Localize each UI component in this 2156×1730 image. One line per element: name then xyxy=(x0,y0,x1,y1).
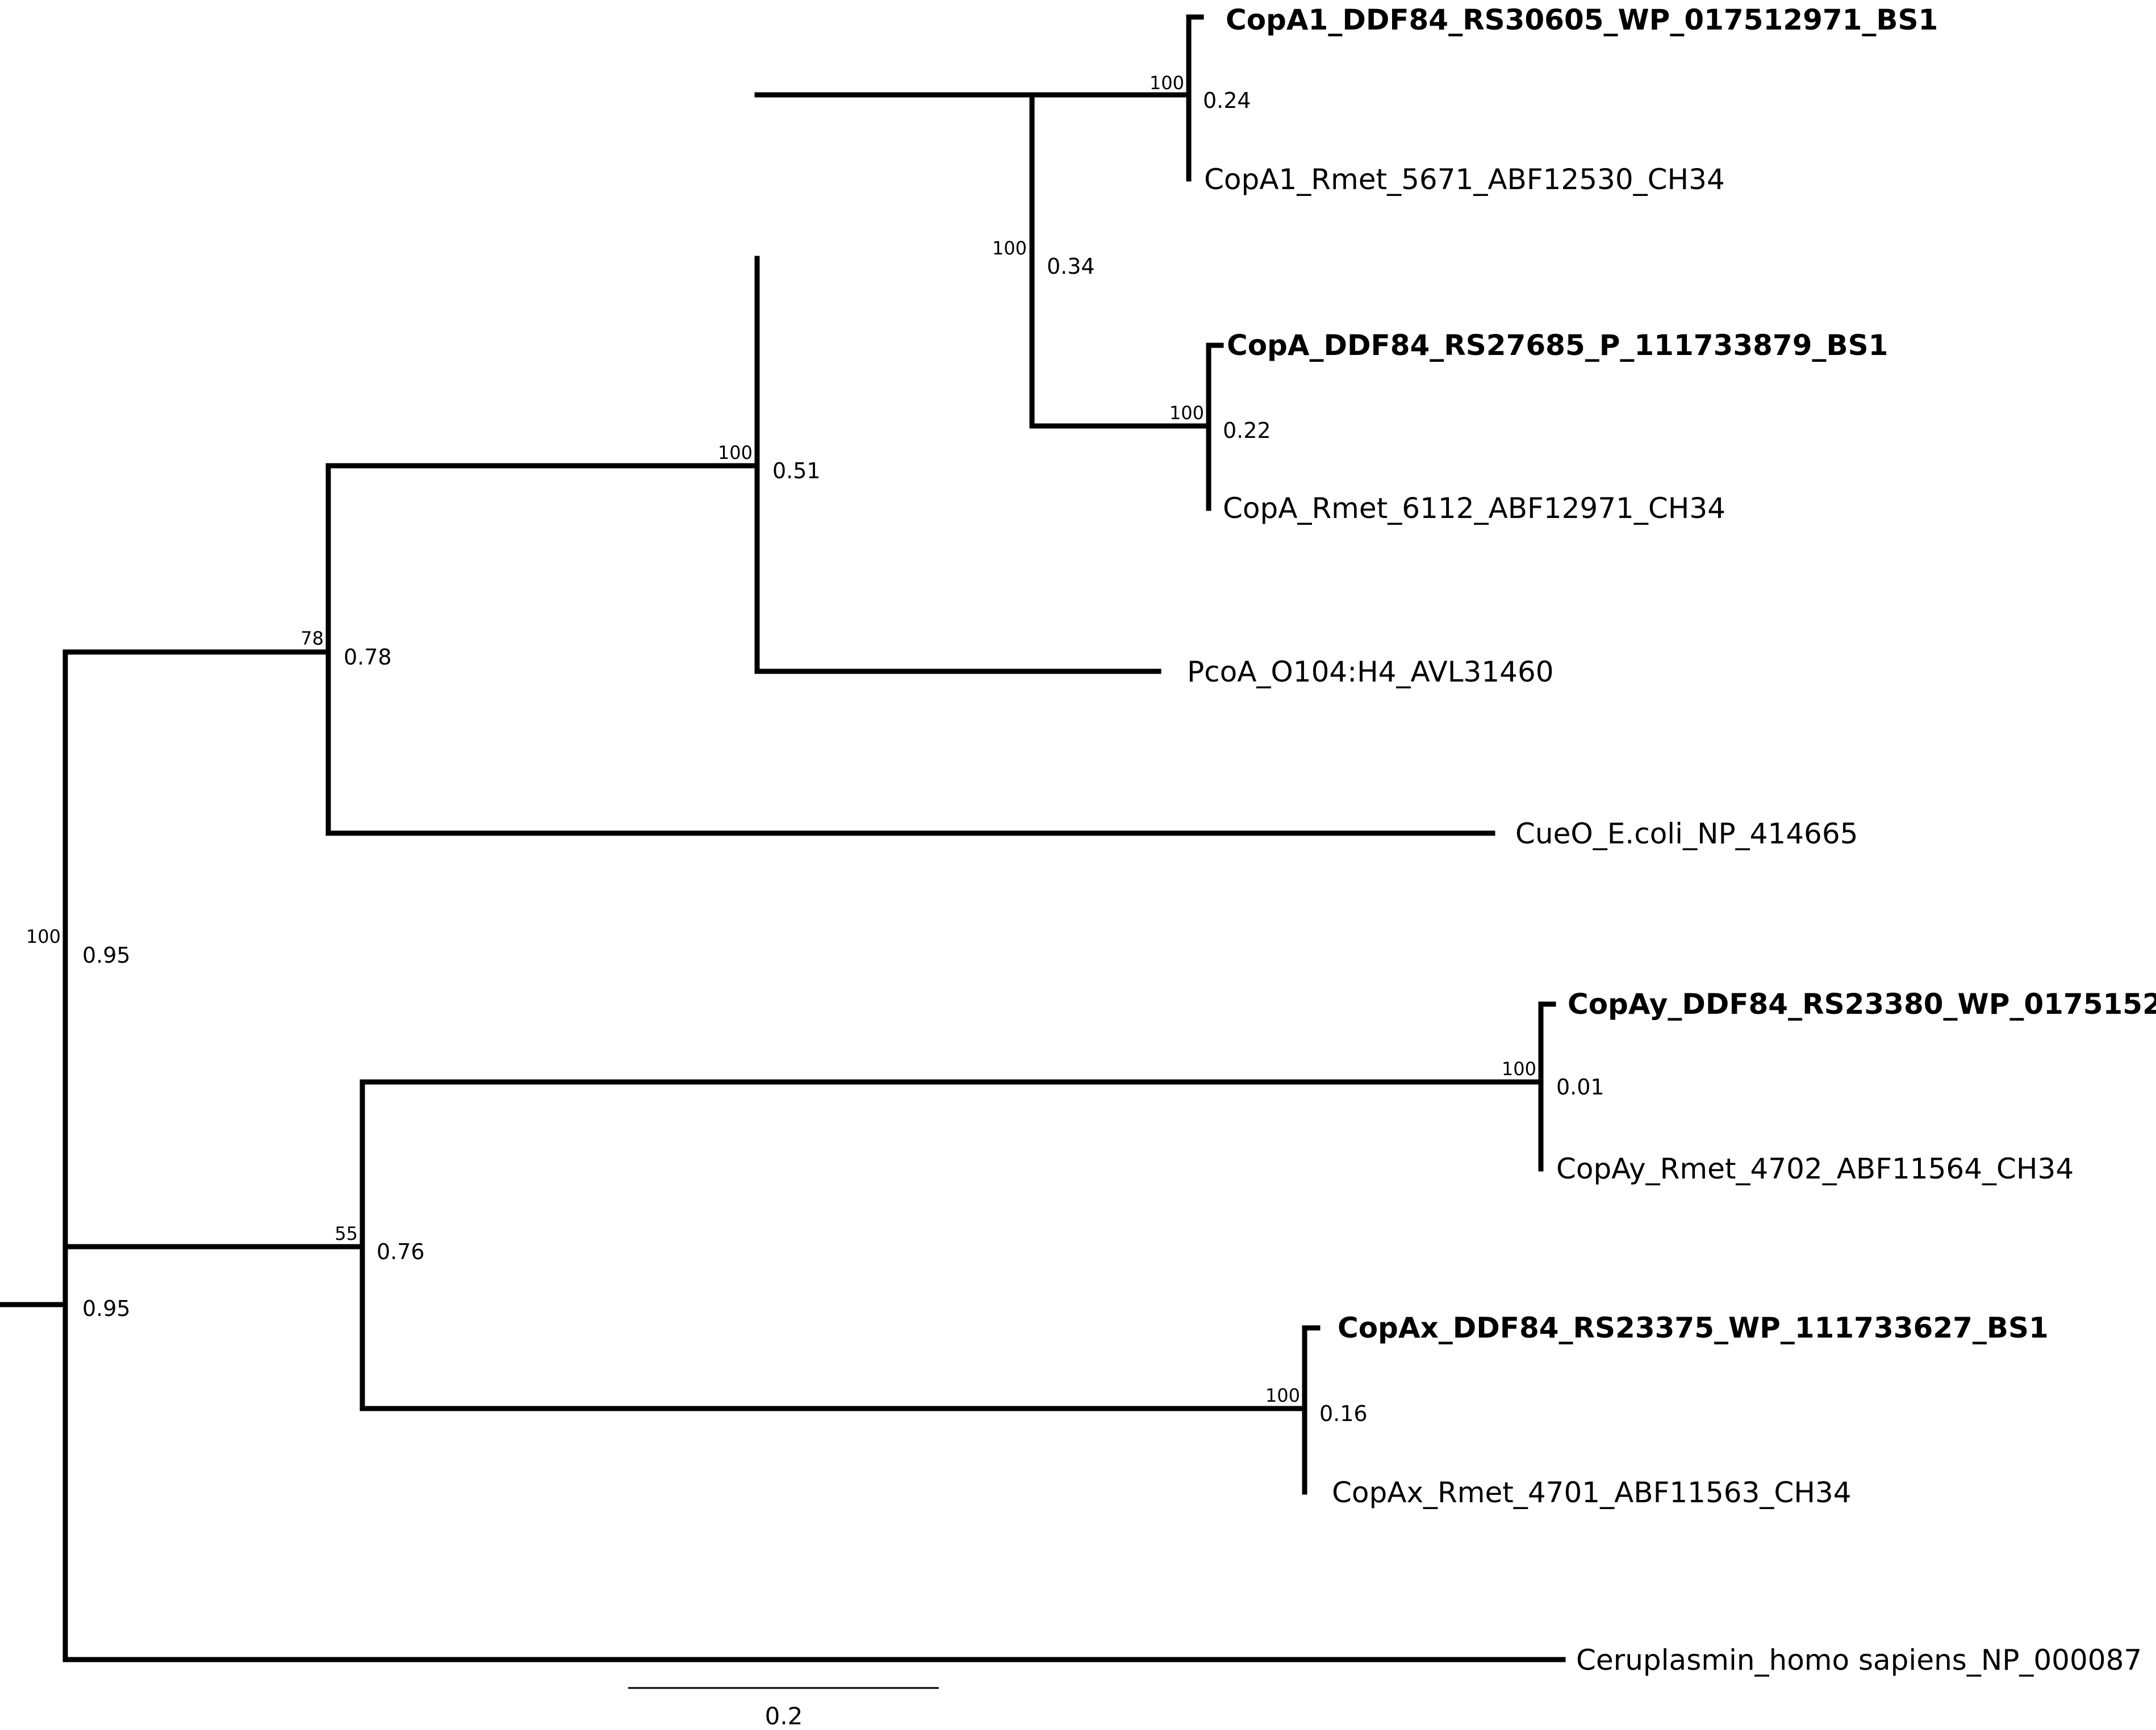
leaf-label: CueO_E.coli_NP_414665 xyxy=(1515,817,1858,850)
scale-bar-label: 0.2 xyxy=(765,1702,803,1730)
leaf-label: CopAx_DDF84_RS23375_WP_111733627_BS1 xyxy=(1338,1311,2049,1344)
bootstrap-value: 100 xyxy=(1265,1385,1300,1406)
bootstrap-value: 100 xyxy=(718,442,753,463)
leaf-label: Ceruplasmin_homo sapiens_NP_000087 xyxy=(1576,1644,2142,1677)
leaf-label: CopAy_Rmet_4702_ABF11564_CH34 xyxy=(1556,1152,2074,1185)
branch-length-value: 0.78 xyxy=(344,645,392,670)
scale-bar: 0.2 xyxy=(628,1687,939,1730)
branch-length-value: 0.76 xyxy=(377,1239,425,1264)
branch-length-value: 0.51 xyxy=(772,458,821,483)
leaf-label: CopA1_Rmet_5671_ABF12530_CH34 xyxy=(1204,163,1725,196)
tree-branches xyxy=(0,14,1566,1662)
bootstrap-value: 100 xyxy=(1169,402,1204,424)
leaf-label: CopAy_DDF84_RS23380_WP_017515258_BS1 xyxy=(1568,988,2156,1021)
bootstrap-value: 100 xyxy=(992,237,1027,259)
leaf-label: CopA_DDF84_RS27685_P_111733879_BS1 xyxy=(1227,329,1888,362)
bootstrap-value: 100 xyxy=(1502,1058,1536,1080)
branch-length-value: 0.16 xyxy=(1319,1401,1368,1426)
branch-length-value: 0.01 xyxy=(1556,1075,1605,1100)
leaf-label: CopA_Rmet_6112_ABF12971_CH34 xyxy=(1223,492,1725,525)
branch-length-value: 0.95 xyxy=(82,1296,131,1321)
leaf-label: CopAx_Rmet_4701_ABF11563_CH34 xyxy=(1332,1476,1852,1509)
branch-length-value: 0.24 xyxy=(1203,88,1251,113)
bootstrap-value: 100 xyxy=(1150,72,1184,94)
leaf-label: PcoA_O104:H4_AVL31460 xyxy=(1187,655,1554,688)
branch-length-value: 0.95 xyxy=(82,943,131,968)
bootstrap-value: 78 xyxy=(300,628,324,649)
bootstrap-value: 55 xyxy=(335,1223,358,1244)
leaf-label: CopA1_DDF84_RS30605_WP_017512971_BS1 xyxy=(1226,3,1938,36)
branch-length-value: 0.22 xyxy=(1223,418,1271,443)
bootstrap-value: 100 xyxy=(26,926,61,947)
tree-labels: CopA1_DDF84_RS30605_WP_017512971_BS1CopA… xyxy=(26,3,2156,1677)
branch-length-value: 0.34 xyxy=(1047,254,1095,279)
